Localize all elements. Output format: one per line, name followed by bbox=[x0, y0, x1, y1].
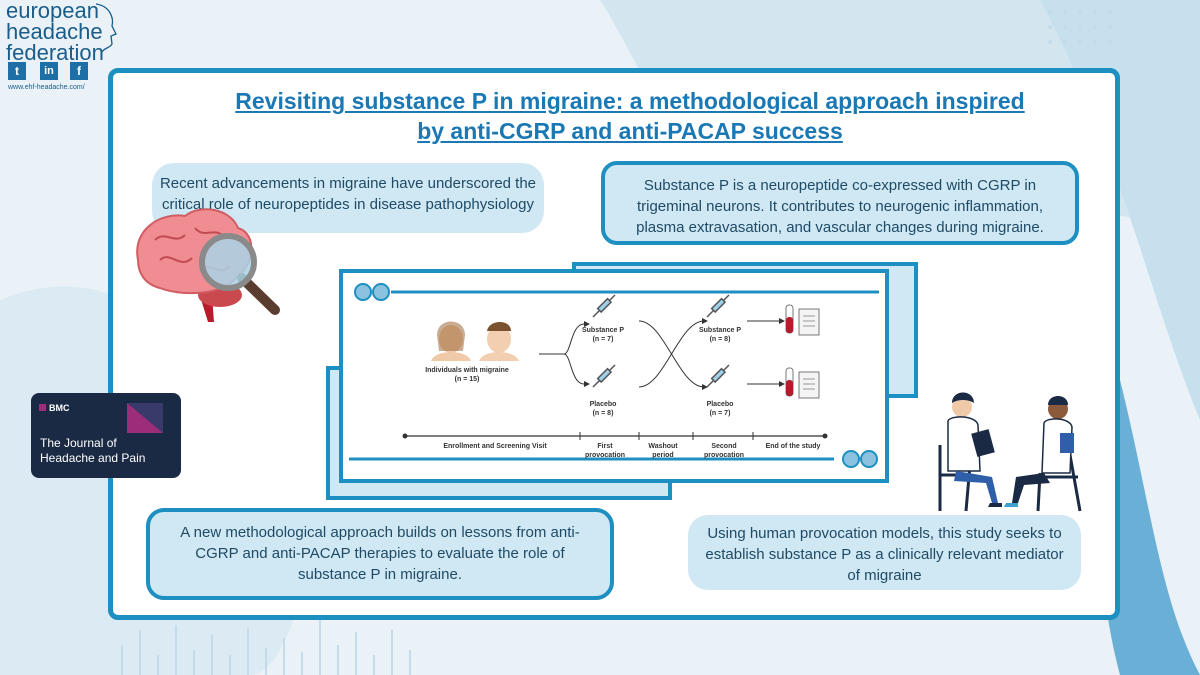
arm1-first-label: Substance P (n = 7) bbox=[568, 326, 638, 344]
timeline-end: End of the study bbox=[765, 443, 821, 450]
timeline-second-line2: provocation bbox=[703, 452, 745, 459]
logo-line-2: headache bbox=[6, 19, 103, 44]
timeline-washout-line2: period bbox=[652, 452, 674, 459]
journal-badge[interactable]: BMC The Journal of Headache and Pain bbox=[31, 393, 181, 478]
diagram-artwork bbox=[349, 283, 879, 468]
bmc-logo: BMC bbox=[39, 403, 70, 413]
bmc-label: BMC bbox=[49, 403, 70, 413]
title-line-2: by anti-CGRP and anti-PACAP success bbox=[417, 118, 843, 144]
ehf-logo[interactable]: european headache federation bbox=[6, 0, 104, 65]
timeline-first-line2: provocation bbox=[584, 452, 626, 459]
timeline-first-line1: First bbox=[597, 443, 613, 450]
participants-icon bbox=[431, 321, 519, 361]
page-title: Revisiting substance P in migraine: a me… bbox=[160, 86, 1100, 146]
arm1-first-name: Substance P bbox=[581, 327, 624, 334]
logo-line-1: european bbox=[6, 0, 99, 23]
brain-magnifier-icon bbox=[136, 208, 280, 322]
arm2-first-name: Placebo bbox=[589, 401, 617, 408]
arm2-second-n: (n = 7) bbox=[709, 410, 731, 417]
bmc-corner-graphic bbox=[127, 403, 163, 433]
timeline-washout: Washout period bbox=[638, 442, 688, 460]
arm1-second-n: (n = 8) bbox=[709, 336, 731, 343]
facebook-icon[interactable]: f bbox=[70, 62, 88, 80]
head-silhouette-icon bbox=[95, 3, 117, 53]
timeline-second-line1: Second bbox=[711, 443, 737, 450]
arm2-second-name: Placebo bbox=[706, 401, 734, 408]
arm2-second-label: Placebo (n = 7) bbox=[685, 400, 755, 418]
logo-line-3: federation bbox=[6, 40, 104, 65]
journal-name: The Journal of Headache and Pain bbox=[40, 436, 145, 466]
bubble-methodology: A new methodological approach builds on … bbox=[146, 508, 614, 600]
doctor-patient-illustration bbox=[938, 392, 1082, 512]
twitter-icon[interactable]: t bbox=[8, 62, 26, 80]
timeline-first-provocation: First provocation bbox=[575, 442, 635, 460]
timeline-second-provocation: Second provocation bbox=[692, 442, 756, 460]
arm1-second-name: Substance P bbox=[698, 327, 741, 334]
bmc-square-icon bbox=[39, 404, 46, 411]
title-line-1: Revisiting substance P in migraine: a me… bbox=[235, 88, 1025, 114]
website-link[interactable]: www.ehf-headache.com/ bbox=[8, 84, 85, 91]
arm1-first-n: (n = 7) bbox=[592, 336, 614, 343]
arm2-first-label: Placebo (n = 8) bbox=[568, 400, 638, 418]
study-design-diagram bbox=[339, 269, 889, 483]
timeline-washout-line1: Washout bbox=[648, 443, 678, 450]
linkedin-icon[interactable]: in bbox=[40, 62, 58, 80]
arm1-second-label: Substance P (n = 8) bbox=[685, 326, 755, 344]
journal-name-line2: Headache and Pain bbox=[40, 451, 146, 465]
timeline-enrollment: Enrollment and Screening Visit bbox=[443, 443, 547, 450]
journal-name-line1: The Journal of bbox=[40, 436, 117, 450]
bubble-provocation-models: Using human provocation models, this stu… bbox=[688, 515, 1081, 590]
group-label: Individuals with migraine bbox=[425, 367, 509, 374]
participants-label: Individuals with migraine (n = 15) bbox=[412, 366, 522, 384]
group-n: (n = 15) bbox=[454, 376, 480, 383]
bubble-substance-p: Substance P is a neuropeptide co-express… bbox=[601, 161, 1079, 245]
arm2-first-n: (n = 8) bbox=[592, 410, 614, 417]
